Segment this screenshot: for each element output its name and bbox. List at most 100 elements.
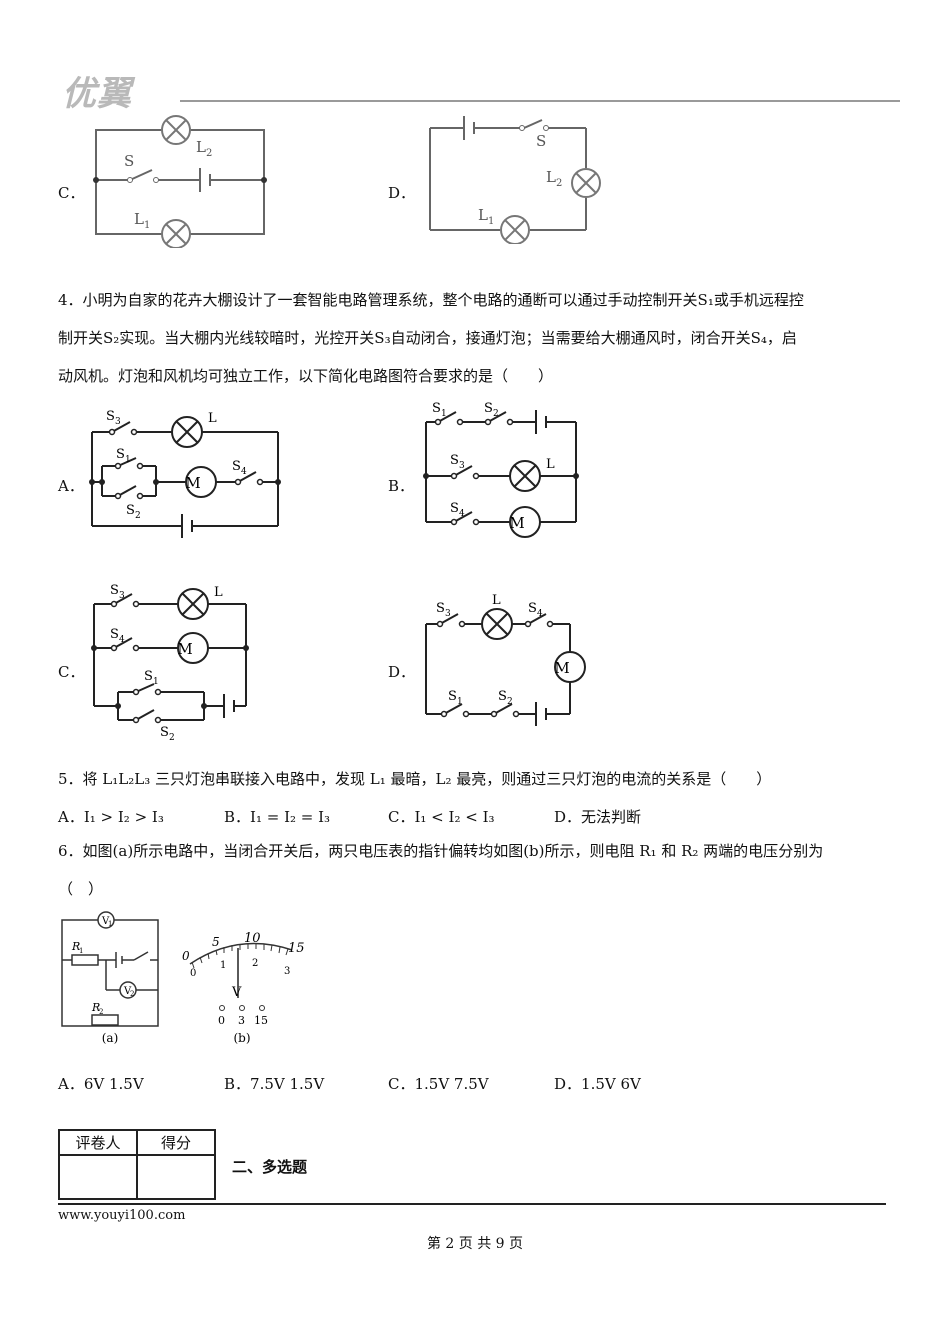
svg-text:L: L (208, 411, 217, 426)
svg-text:1: 1 (153, 677, 159, 687)
svg-text:M: M (177, 640, 192, 658)
svg-text:S: S (432, 401, 441, 416)
q4-option-c-label: C． (58, 663, 85, 681)
svg-text:S: S (144, 669, 153, 684)
score-box-score-cell[interactable] (136, 1154, 216, 1200)
page-number: 第 2 页 共 9 页 (426, 1236, 524, 1252)
svg-text:S: S (124, 152, 134, 170)
q6-figure-a-caption: (a) (102, 1031, 119, 1045)
svg-text:L: L (196, 138, 206, 156)
q5-stem: 5．将 L₁L₂L₃ 三只灯泡串联接入电路中，发现 L₁ 最暗，L₂ 最亮，则通… (58, 770, 772, 788)
svg-text:S: S (116, 447, 125, 462)
footer-site: www.youyi100.com (58, 1208, 186, 1223)
svg-text:V: V (101, 916, 110, 927)
svg-text:S: S (536, 132, 546, 150)
svg-text:4: 4 (537, 609, 543, 619)
svg-text:V: V (123, 986, 132, 997)
svg-text:3: 3 (238, 1014, 245, 1027)
q5-option-d: D．无法判断 (554, 808, 642, 826)
svg-text:2: 2 (99, 1008, 103, 1016)
q6-figure-b-caption: (b) (233, 1031, 250, 1045)
svg-text:2: 2 (169, 733, 175, 740)
q6-figure-a: V1 V2 R1 R2 (a) (61, 911, 159, 1045)
svg-text:R: R (91, 1001, 100, 1014)
svg-text:4: 4 (459, 509, 465, 519)
svg-text:1: 1 (457, 697, 463, 707)
svg-text:L: L (134, 210, 144, 228)
svg-text:L: L (214, 585, 223, 600)
svg-text:V: V (231, 985, 242, 1000)
svg-text:S: S (160, 725, 169, 740)
svg-text:R: R (71, 940, 80, 953)
svg-text:S: S (498, 689, 507, 704)
svg-text:S: S (450, 453, 459, 468)
svg-text:S: S (126, 503, 135, 518)
q5-option-a: A．I₁ > I₂ > I₃ (58, 808, 164, 826)
q4-stem-line3: 动风机。灯泡和风机均可独立工作，以下简化电路图符合要求的是（ ） (58, 367, 554, 385)
svg-text:0: 0 (182, 949, 190, 963)
svg-text:1: 1 (108, 920, 112, 928)
svg-text:M: M (554, 659, 569, 677)
svg-text:1: 1 (125, 455, 131, 465)
svg-text:S: S (448, 689, 457, 704)
score-box-score-header: 得分 (136, 1129, 216, 1156)
score-box: 评卷人 得分 (58, 1129, 216, 1200)
svg-text:S: S (232, 459, 241, 474)
q6-option-b: B．7.5V 1.5V (224, 1075, 325, 1093)
svg-text:S: S (528, 601, 537, 616)
svg-text:S: S (106, 409, 115, 424)
svg-text:2: 2 (135, 511, 141, 521)
score-box-reviewer-cell[interactable] (58, 1154, 138, 1200)
q6-stem-line2: （ ） (58, 880, 104, 898)
svg-text:2: 2 (556, 178, 562, 189)
q4-stem-line1: 4．小明为自家的花卉大棚设计了一套智能电路管理系统，整个电路的通断可以通过手动控… (58, 291, 804, 309)
q5-option-b: B．I₁ = I₂ = I₃ (224, 808, 331, 826)
svg-text:2: 2 (493, 409, 499, 419)
q6-option-a: A．6V 1.5V (58, 1075, 144, 1093)
svg-text:2: 2 (130, 990, 134, 998)
svg-text:S: S (436, 601, 445, 616)
q5-option-c: C．I₁ < I₂ < I₃ (388, 808, 495, 826)
svg-text:15: 15 (254, 1014, 268, 1027)
svg-text:L: L (546, 168, 556, 186)
svg-text:L: L (492, 593, 501, 608)
svg-text:0: 0 (190, 968, 196, 979)
svg-text:3: 3 (284, 966, 290, 977)
svg-text:M: M (185, 474, 200, 492)
svg-text:1: 1 (441, 409, 447, 419)
svg-text:2: 2 (252, 958, 258, 969)
svg-text:S: S (110, 583, 119, 598)
svg-text:S: S (450, 501, 459, 516)
svg-text:2: 2 (507, 697, 513, 707)
svg-text:M: M (509, 514, 524, 532)
svg-text:10: 10 (244, 931, 261, 946)
svg-text:1: 1 (488, 216, 494, 227)
svg-text:L: L (478, 206, 488, 224)
score-box-reviewer-header: 评卷人 (58, 1129, 138, 1156)
q6-stem-line1: 6．如图(a)所示电路中，当闭合开关后，两只电压表的指针偏转均如图(b)所示，则… (58, 842, 824, 860)
svg-text:S: S (110, 627, 119, 642)
svg-text:L: L (546, 457, 555, 472)
svg-text:S: S (484, 401, 493, 416)
q4-option-d-label: D． (388, 663, 416, 681)
svg-text:2: 2 (206, 148, 212, 159)
svg-text:15: 15 (288, 941, 305, 956)
q3-option-d-label: D． (388, 184, 416, 202)
svg-text:4: 4 (119, 635, 125, 645)
footer-divider (58, 1203, 886, 1205)
q6-option-d: D．1.5V 6V (554, 1075, 641, 1093)
svg-text:3: 3 (119, 591, 125, 601)
q6-option-c: C．1.5V 7.5V (388, 1075, 489, 1093)
q6-figure-b-voltmeter: 0 5 10 15 0 1 2 3 V 0 3 15 (b) (182, 931, 305, 1045)
svg-text:3: 3 (445, 609, 451, 619)
svg-text:3: 3 (459, 461, 465, 471)
svg-text:1: 1 (220, 960, 226, 971)
q4-option-a-label: A． (58, 477, 84, 495)
svg-text:0: 0 (218, 1014, 225, 1027)
svg-text:1: 1 (144, 220, 150, 231)
